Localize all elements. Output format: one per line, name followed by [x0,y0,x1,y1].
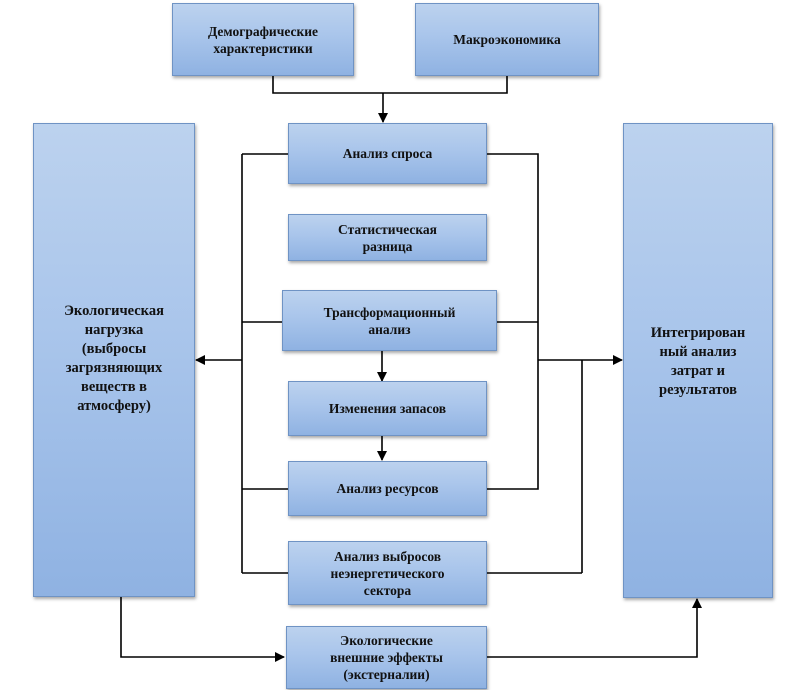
stock-changes-box: Изменения запасов [288,381,487,436]
macroeconomics-box: Макроэкономика [415,3,599,76]
resource-analysis-box: Анализ ресурсов [288,461,487,516]
connector-from-externalities [487,598,702,658]
demand-analysis-box: Анализ спроса [288,123,487,184]
non-energy-emissions-box: Анализ выбросов неэнергетического сектор… [288,541,487,605]
connector-to-externalities [120,597,285,662]
integrated-analysis-box: Интегрирован ный анализ затрат и результ… [623,123,773,598]
externalities-box: Экологические внешние эффекты (экстернал… [286,626,487,689]
connector-top-merge [272,76,508,94]
demographics-box: Демографические характеристики [172,3,354,76]
statistical-difference-box: Статистическая разница [288,214,487,261]
ecological-load-box: Экологическая нагрузка (выбросы загрязня… [33,123,195,597]
transformation-analysis-box: Трансформационный анализ [282,290,497,351]
